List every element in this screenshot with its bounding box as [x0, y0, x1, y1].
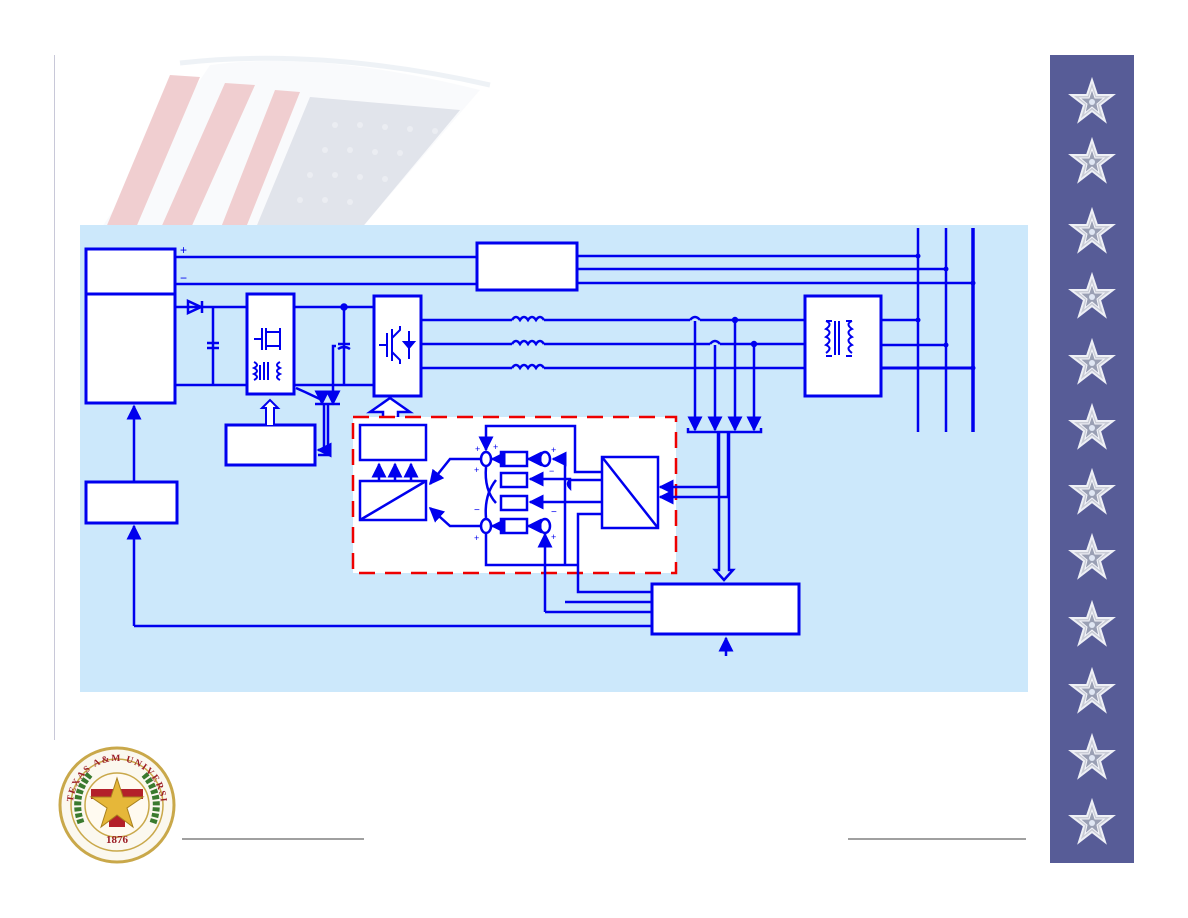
supervisory-controller-block [650, 582, 801, 636]
silver-star-icon [1068, 468, 1116, 515]
source-block-top [84, 247, 177, 296]
source-block-bottom [84, 292, 177, 405]
silver-star-icon [1068, 667, 1116, 714]
star-sidebar [1050, 55, 1134, 863]
svg-text:+: + [551, 532, 556, 542]
silver-star-icon [1068, 533, 1116, 580]
grid-transformer-block [803, 294, 883, 398]
silver-star-icon [1068, 207, 1116, 254]
dc-minus-label: − [180, 271, 187, 285]
dc-dc-converter-block [245, 292, 296, 396]
silver-star-icon [1068, 272, 1116, 319]
fuel-cell-grid-system-diagram: + − + + + − − + + − + [84, 228, 976, 656]
svg-text:−: − [474, 505, 480, 516]
silver-star-icon [1068, 403, 1116, 450]
svg-text:+: + [493, 442, 498, 452]
silver-star-icon [1068, 733, 1116, 780]
aux-load-block [224, 423, 317, 467]
silver-star-icon [1068, 137, 1116, 184]
source-controller-block [84, 480, 179, 525]
silver-star-icon [1068, 77, 1116, 124]
top-converter-block [475, 241, 579, 292]
silver-star-icon [1068, 338, 1116, 385]
silver-star-icon [1068, 600, 1116, 647]
footer-divider-right [848, 838, 1026, 840]
silver-star-icon [1068, 798, 1116, 845]
university-seal-logo: TEXAS A&M UNIVERSITY 1876 [57, 745, 176, 864]
svg-text:+: + [475, 444, 480, 454]
svg-text:+: + [474, 533, 479, 543]
seal-year: 1876 [106, 834, 129, 846]
svg-text:+: + [551, 445, 556, 455]
footer-divider-left [182, 838, 364, 840]
diagram-panel: + − + + + − − + + − + [80, 225, 1028, 692]
slide-left-border [54, 55, 55, 740]
dc-plus-label: + [180, 243, 187, 257]
pwm-block [358, 423, 428, 462]
svg-text:−: − [549, 466, 554, 476]
svg-text:−: − [551, 507, 557, 518]
flag-background-image [100, 55, 491, 230]
svg-text:+: + [474, 465, 479, 475]
